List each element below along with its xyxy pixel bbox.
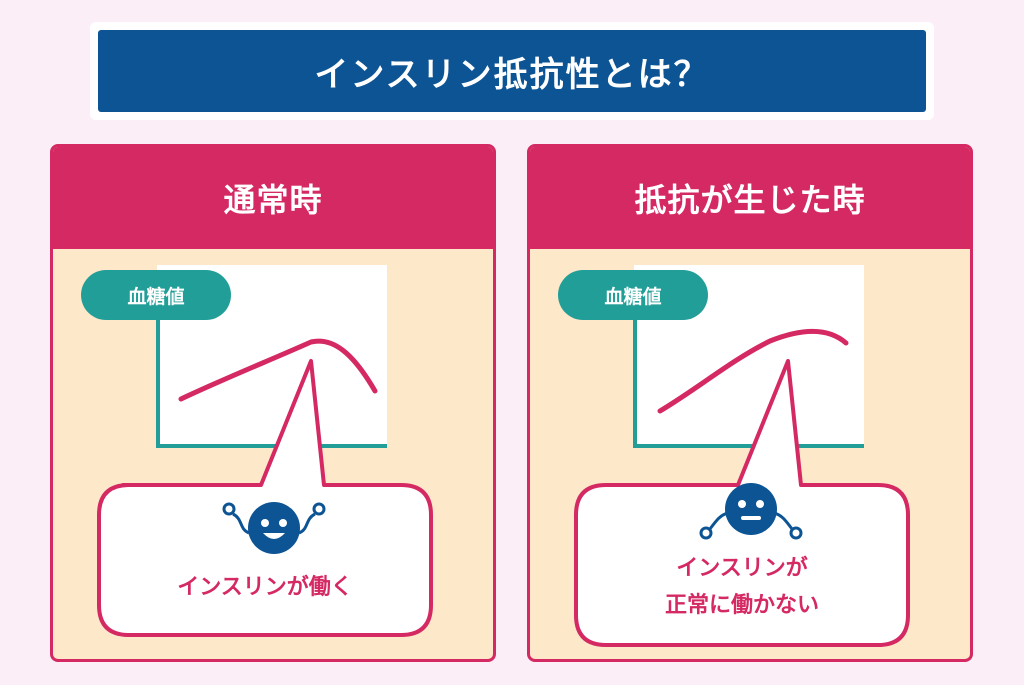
panel-resistance: 血糖値 インスリンが 正常に働かない 抵抗が生じた時 (527, 144, 973, 662)
panel-title: 通常時 (223, 181, 323, 219)
graph-label-pill (558, 270, 708, 320)
bubble-line-1: インスリンが (676, 555, 808, 581)
panel-header: 通常時 (53, 147, 493, 249)
page-title: インスリン抵抗性とは？ (314, 54, 710, 95)
panel-title: 抵抗が生じた時 (634, 181, 866, 219)
resistance-scene: 血糖値 インスリンが 正常に働かない (558, 265, 910, 647)
normal-scene: 血糖値 インスリンが働く (81, 265, 433, 637)
graph-label-pill (81, 270, 231, 320)
panel-header: 抵抗が生じた時 (530, 147, 970, 249)
bubble-line-1: インスリンが働く (177, 574, 353, 600)
speech-bubble (97, 359, 433, 637)
title-bar: インスリン抵抗性とは？ (98, 30, 926, 112)
bubble-line-2: 正常に働かない (665, 592, 819, 618)
title-frame: インスリン抵抗性とは？ (90, 22, 934, 120)
panel-normal: 血糖値 インスリンが働く 通常時 (50, 144, 496, 662)
smiling-robot-icon (222, 502, 326, 554)
blood-sugar-curve (178, 338, 378, 402)
blood-sugar-curve (657, 329, 849, 414)
graph-label: 血糖値 (127, 285, 184, 308)
graph-label: 血糖値 (604, 285, 661, 308)
neutral-robot-icon (699, 483, 803, 540)
